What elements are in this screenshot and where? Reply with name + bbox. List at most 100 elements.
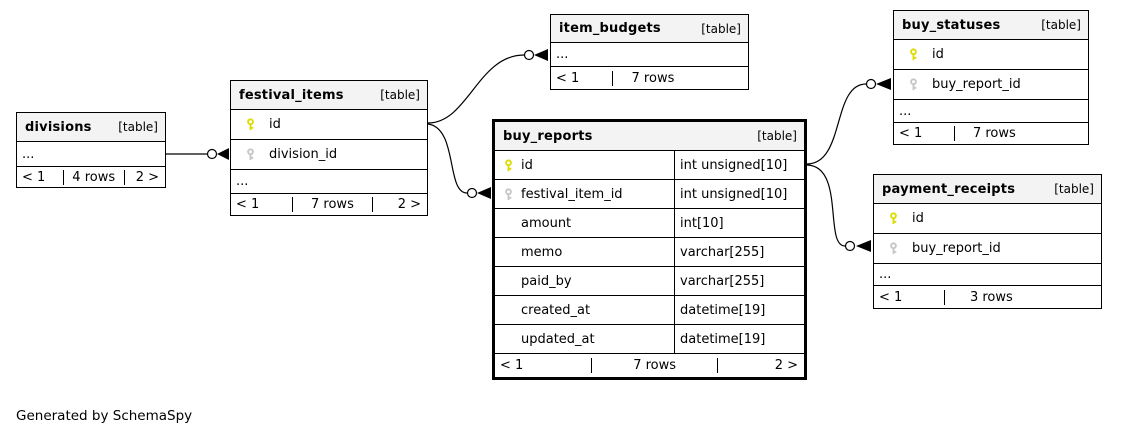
edge-buy_reports-buy_statuses bbox=[806, 83, 867, 165]
table-tag: [table] bbox=[118, 120, 158, 134]
column-name: paid_by bbox=[521, 273, 572, 289]
pagination-prev[interactable]: < 1 bbox=[899, 126, 923, 141]
zero-or-many-circle bbox=[206, 148, 218, 160]
column-name: id bbox=[269, 117, 281, 132]
table-footer: < 1 4 rows 2 > bbox=[17, 166, 165, 187]
column-type: datetime[19] bbox=[680, 331, 766, 347]
pagination-prev[interactable]: < 1 bbox=[500, 358, 524, 373]
column-name: created_at bbox=[521, 302, 591, 318]
table-name: divisions bbox=[25, 119, 92, 135]
crowfoot-arrow bbox=[217, 148, 229, 160]
pagination-prev[interactable]: < 1 bbox=[22, 169, 46, 185]
column-row: festival_item_id int unsigned[10] bbox=[495, 179, 804, 208]
column-row: id bbox=[874, 203, 1101, 233]
table-tag: [table] bbox=[757, 129, 797, 143]
column-type: varchar[255] bbox=[680, 273, 765, 289]
crowfoot-arrow bbox=[876, 78, 891, 90]
column-name: division_id bbox=[269, 147, 338, 162]
column-row: created_at datetime[19] bbox=[495, 295, 804, 324]
row-count: 7 rows bbox=[590, 358, 718, 373]
zero-or-many-circle bbox=[523, 49, 535, 61]
zero-or-many-circle bbox=[865, 78, 877, 90]
primary-key-icon bbox=[495, 158, 521, 172]
table-divisions[interactable]: divisions [table] ... < 1 4 rows 2 > bbox=[16, 112, 166, 188]
column-name: amount bbox=[521, 215, 572, 231]
table-buy_statuses-header[interactable]: buy_statuses [table] bbox=[894, 11, 1088, 39]
table-item_budgets[interactable]: item_budgets [table] ... < 1 7 rows bbox=[550, 14, 749, 90]
table-buy_statuses[interactable]: buy_statuses [table] id buy_report_id ..… bbox=[893, 10, 1089, 145]
table-name: item_budgets bbox=[559, 21, 661, 36]
table-item_budgets-header[interactable]: item_budgets [table] bbox=[551, 15, 748, 42]
table-buy_reports-header[interactable]: buy_reports [table] bbox=[495, 122, 804, 150]
table-payment_receipts[interactable]: payment_receipts [table] id buy_report_i… bbox=[873, 174, 1102, 309]
column-row: paid_by varchar[255] bbox=[495, 266, 804, 295]
primary-key-icon bbox=[874, 212, 912, 225]
ellipsis-row: ... bbox=[894, 99, 1088, 122]
column-type: datetime[19] bbox=[680, 302, 766, 318]
table-name: payment_receipts bbox=[882, 181, 1016, 197]
zero-or-many-circle bbox=[466, 187, 478, 199]
ellipsis-row: ... bbox=[231, 169, 427, 193]
edge-festival_items-buy_reports bbox=[427, 123, 468, 194]
foreign-key-icon bbox=[894, 78, 932, 91]
pagination-prev[interactable]: < 1 bbox=[556, 70, 580, 86]
generated-by-label: Generated by SchemaSpy bbox=[16, 408, 193, 424]
table-festival_items-header[interactable]: festival_items [table] bbox=[231, 81, 427, 109]
primary-key-icon bbox=[894, 48, 932, 61]
column-type: varchar[255] bbox=[680, 244, 765, 260]
column-type: int unsigned[10] bbox=[680, 186, 788, 202]
column-row: buy_report_id bbox=[894, 69, 1088, 99]
column-name: id bbox=[912, 211, 924, 226]
column-name: updated_at bbox=[521, 331, 595, 347]
row-count: 7 rows bbox=[291, 197, 372, 212]
table-divisions-header[interactable]: divisions [table] bbox=[17, 113, 165, 141]
column-row: id bbox=[894, 39, 1088, 69]
column-name: id bbox=[932, 47, 944, 62]
pagination-prev[interactable]: < 1 bbox=[879, 289, 903, 305]
foreign-key-icon bbox=[495, 187, 521, 201]
column-name: id bbox=[521, 157, 533, 173]
zero-or-many-circle bbox=[844, 240, 856, 252]
crowfoot-arrow bbox=[534, 49, 548, 61]
column-type: int unsigned[10] bbox=[680, 157, 788, 173]
table-footer: < 1 7 rows 2 > bbox=[495, 353, 804, 377]
table-footer: < 1 7 rows bbox=[551, 66, 748, 89]
edge-buy_reports-payment_receipts bbox=[806, 164, 846, 247]
edge-festival_items-item_budgets bbox=[427, 54, 525, 124]
table-name: festival_items bbox=[239, 87, 344, 103]
table-tag: [table] bbox=[701, 21, 741, 36]
table-footer: < 1 7 rows bbox=[894, 122, 1088, 144]
crowfoot-arrow bbox=[477, 187, 491, 199]
table-footer: < 1 7 rows 2 > bbox=[231, 193, 427, 215]
table-tag: [table] bbox=[1041, 18, 1081, 32]
pagination-next[interactable]: 2 > bbox=[372, 197, 427, 212]
column-row: id int unsigned[10] bbox=[495, 150, 804, 179]
column-name: festival_item_id bbox=[521, 186, 623, 202]
column-row: division_id bbox=[231, 139, 427, 169]
pagination-prev[interactable]: < 1 bbox=[236, 197, 260, 212]
column-name: memo bbox=[521, 244, 563, 260]
table-buy_reports[interactable]: buy_reports [table] id int unsigned[10] … bbox=[492, 119, 807, 380]
table-tag: [table] bbox=[1054, 182, 1094, 196]
table-tag: [table] bbox=[380, 88, 420, 102]
row-count: 7 rows bbox=[954, 126, 1034, 141]
foreign-key-icon bbox=[231, 148, 269, 161]
table-festival_items[interactable]: festival_items [table] id division_id ..… bbox=[230, 80, 428, 216]
pagination-next[interactable]: 2 > bbox=[717, 358, 804, 373]
column-type: int[10] bbox=[680, 215, 724, 231]
column-name: buy_report_id bbox=[912, 241, 1001, 256]
ellipsis-row: ... bbox=[17, 141, 165, 166]
table-payment_receipts-header[interactable]: payment_receipts [table] bbox=[874, 175, 1101, 203]
foreign-key-icon bbox=[874, 242, 912, 255]
column-row: amount int[10] bbox=[495, 208, 804, 237]
row-count: 4 rows bbox=[62, 169, 124, 185]
primary-key-icon bbox=[231, 118, 269, 131]
row-count: 7 rows bbox=[612, 70, 693, 86]
column-row: id bbox=[231, 109, 427, 139]
column-row: updated_at datetime[19] bbox=[495, 324, 804, 353]
row-count: 3 rows bbox=[944, 289, 1037, 305]
pagination-next[interactable]: 2 > bbox=[123, 169, 165, 185]
ellipsis-row: ... bbox=[551, 42, 748, 66]
